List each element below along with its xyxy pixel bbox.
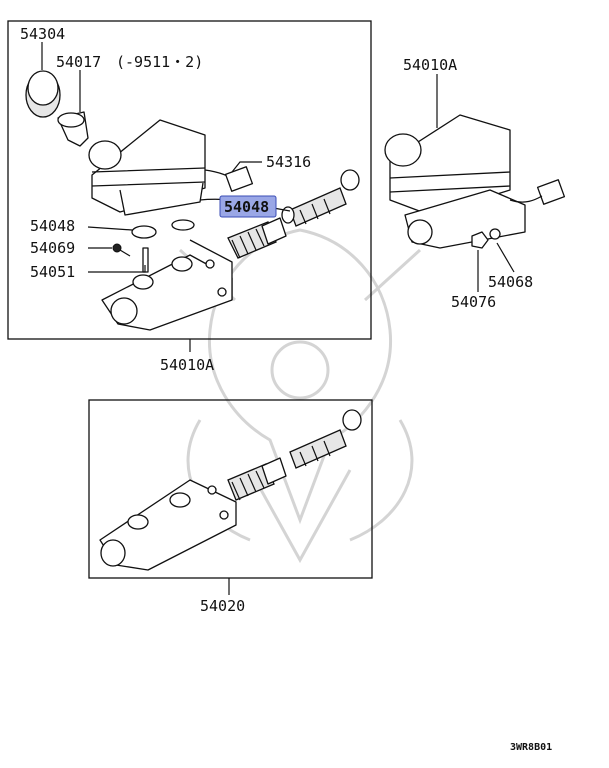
label-screw[interactable]: 54069 bbox=[30, 239, 75, 257]
reservoir-drawing bbox=[88, 119, 206, 216]
leader-lines bbox=[41, 42, 515, 595]
diagram-code: 3WR8B01 bbox=[510, 742, 552, 753]
grommet-drawing bbox=[131, 219, 195, 239]
master-cylinder-body-lower bbox=[99, 479, 237, 571]
piston-assembly-left bbox=[227, 169, 360, 259]
master-cylinder-right-drawing bbox=[384, 114, 566, 249]
label-nut[interactable]: 54068 bbox=[488, 273, 533, 291]
label-master-cylinder-right[interactable]: 54010A bbox=[403, 56, 457, 74]
cap-filter-drawing bbox=[57, 111, 89, 147]
label-reservoir-cap[interactable]: 54304 bbox=[20, 25, 65, 43]
label-washer[interactable]: 54076 bbox=[451, 293, 496, 311]
screw-drawing bbox=[112, 243, 131, 257]
reservoir-cap-drawing bbox=[25, 70, 61, 118]
label-grommet[interactable]: 54048 bbox=[30, 217, 75, 235]
label-grommet-highlighted[interactable]: 54048 bbox=[224, 198, 269, 216]
label-cap-filter[interactable]: 54017 bbox=[56, 53, 101, 71]
label-sensor-harness[interactable]: 54316 bbox=[266, 153, 311, 171]
label-master-cylinder-left[interactable]: 54010A bbox=[160, 356, 214, 374]
label-cap-filter-date: (-9511・2) bbox=[116, 53, 203, 71]
highlight-box bbox=[219, 195, 277, 218]
nut-drawing bbox=[471, 231, 489, 249]
frame-piston-kit bbox=[88, 399, 373, 579]
washer-drawing bbox=[489, 228, 501, 240]
piston-assembly-lower bbox=[227, 409, 362, 501]
label-piston-kit[interactable]: 54020 bbox=[200, 597, 245, 615]
label-pin[interactable]: 54051 bbox=[30, 263, 75, 281]
master-cylinder-body-left bbox=[101, 239, 233, 331]
